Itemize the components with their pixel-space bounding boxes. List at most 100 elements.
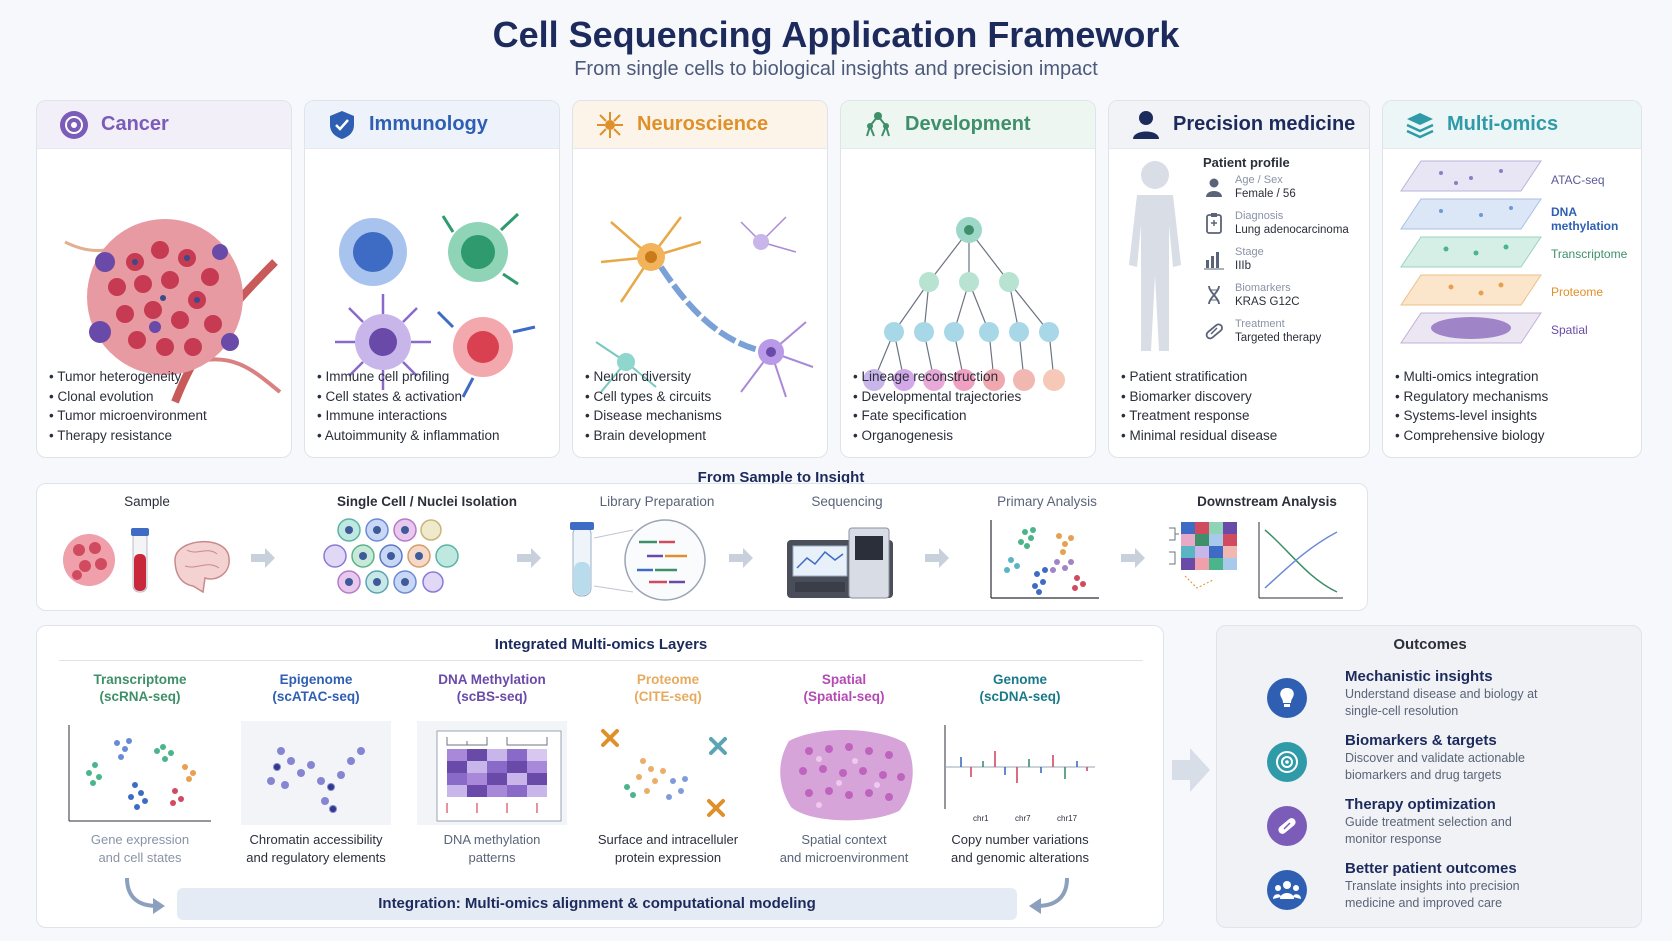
card-title: Development	[905, 113, 1031, 135]
list-item: Autoimmunity & inflammation	[317, 426, 500, 446]
outcome-desc: biomarkers and drug targets	[1345, 768, 1502, 782]
omic-proteome: Proteome (CITE-seq) Surface and intracel…	[579, 671, 757, 865]
neuroscience-bullet-list: Neuron diversity Cell types & circuits D…	[585, 367, 722, 446]
omics-layer-stack	[1400, 160, 1542, 344]
card-header: Precision medicine	[1109, 101, 1369, 149]
outcome-desc: monitor response	[1345, 832, 1442, 846]
card-title: Cancer	[101, 113, 169, 135]
step-label: Sample	[124, 494, 170, 509]
neurons-illustration	[595, 216, 814, 398]
spatial-tissue-map	[780, 729, 913, 821]
list-item: Developmental trajectories	[853, 387, 1021, 407]
omic-desc-line: Chromatin accessibility	[249, 832, 383, 847]
omic-name: Genome	[992, 672, 1047, 687]
omic-desc-line: and regulatory elements	[246, 850, 386, 865]
copy-number-plot: chr1 chr7 chr17	[944, 725, 1095, 823]
profile-key: Diagnosis	[1235, 210, 1284, 222]
transcriptome-umap-plot	[68, 725, 211, 822]
person-icon	[1131, 110, 1161, 140]
umap-plot-icon	[990, 520, 1099, 599]
list-item: Minimal residual disease	[1121, 426, 1277, 446]
profile-value: Lung adenocarcinoma	[1235, 224, 1349, 236]
step-label: Primary Analysis	[997, 494, 1097, 509]
list-item: Therapy resistance	[49, 426, 207, 446]
card-header: Development	[841, 101, 1095, 149]
list-item: Biomarker discovery	[1121, 387, 1277, 407]
profile-key: Age / Sex	[1235, 174, 1283, 186]
omic-spatial: Spatial (Spatial-seq) Spatial context an…	[755, 671, 933, 865]
card-title: Neuroscience	[637, 113, 769, 135]
list-item: Tumor heterogeneity	[49, 367, 207, 387]
outcome-title: Mechanistic insights	[1345, 668, 1493, 685]
arrow-right-icon	[1172, 748, 1210, 792]
list-item: Tumor microenvironment	[49, 406, 207, 426]
outcome-title: Therapy optimization	[1345, 796, 1496, 813]
omics-divider	[59, 660, 1143, 661]
arrow-right-icon	[1121, 548, 1145, 568]
profile-key: Stage	[1235, 246, 1264, 258]
omic-name: DNA Methylation	[438, 672, 546, 687]
outcome-title: Better patient outcomes	[1345, 860, 1517, 877]
page-title: Cell Sequencing Application Framework	[492, 14, 1180, 55]
profile-key: Biomarkers	[1235, 282, 1291, 294]
omic-description: DNA methylation patterns	[403, 831, 581, 867]
omic-assay: (scBS-seq)	[456, 689, 528, 704]
tumor-illustration	[64, 219, 282, 404]
layer-label-proteome: Proteome	[1551, 285, 1604, 299]
person-icon	[1206, 178, 1222, 197]
omic-description: Spatial context and microenvironment	[755, 831, 933, 867]
integrated-omics-panel: Integrated Multi-omics Layers Transcript…	[36, 625, 1164, 928]
genome-tick-chr7: chr7	[1015, 814, 1031, 823]
list-item: Brain development	[585, 426, 722, 446]
omic-description: Gene expression and cell states	[51, 831, 229, 867]
omic-description: Chromatin accessibility and regulatory e…	[227, 831, 405, 867]
target-icon	[1267, 742, 1307, 782]
step-label: Sequencing	[811, 494, 883, 509]
profile-value: KRAS G12C	[1235, 296, 1300, 308]
omic-desc-line: and microenvironment	[779, 850, 909, 865]
outcome-item: Therapy optimization Guide treatment sel…	[1345, 796, 1635, 848]
omic-description: Surface and intracelluler protein expres…	[579, 831, 757, 867]
omic-desc-line: and genomic alterations	[950, 850, 1090, 865]
arrow-right-icon	[925, 548, 949, 568]
omic-assay: (scRNA-seq)	[99, 689, 181, 704]
list-item: Multi-omics integration	[1395, 367, 1548, 387]
outcomes-title: Outcomes	[1393, 636, 1467, 653]
heatmap-trajectory-icon	[1169, 522, 1343, 599]
dna-icon	[1208, 285, 1220, 305]
cell-icon	[59, 110, 89, 140]
omic-assay: (CITE-seq)	[634, 689, 702, 704]
outcome-desc: single-cell resolution	[1345, 704, 1459, 718]
development-bullet-list: Lineage reconstruction Developmental tra…	[853, 367, 1021, 445]
sequencer-icon	[787, 527, 893, 599]
immunology-bullet-list: Immune cell profiling Cell states & acti…	[317, 367, 500, 445]
list-item: Neuron diversity	[585, 367, 722, 387]
omic-name: Epigenome	[279, 672, 353, 687]
omic-assay: (Spatial-seq)	[803, 689, 885, 704]
omic-assay: (scATAC-seq)	[272, 689, 360, 704]
list-item: Comprehensive biology	[1395, 426, 1548, 446]
library-prep-icon	[570, 519, 706, 601]
proteome-scatter-plot	[601, 729, 727, 817]
list-item: Cell types & circuits	[585, 387, 722, 407]
integration-bar: Integration: Multi-omics alignment & com…	[177, 888, 1017, 920]
list-item: Disease mechanisms	[585, 406, 721, 426]
workflow-title: From Sample to Insight	[697, 469, 865, 486]
omic-transcriptome: Transcriptome (scRNA-seq) Gene expressio…	[51, 671, 229, 865]
outcomes-panel: Outcomes Mechanistic insights Understand…	[1216, 625, 1642, 928]
layer-label-atac: ATAC-seq	[1551, 173, 1605, 187]
curved-arrow-icon	[1029, 877, 1069, 914]
card-cancer: Cancer Tumor heterogeneity Clonal evolut…	[36, 100, 292, 458]
step-label: Single Cell / Nuclei Isolation	[336, 494, 518, 509]
omic-desc-line: patterns	[468, 850, 516, 865]
profile-value: Female / 56	[1235, 188, 1296, 200]
omics-title: Integrated Multi-omics Layers	[494, 636, 708, 653]
list-item: Immune interactions	[317, 406, 500, 426]
outcome-item: Biomarkers & targets Discover and valida…	[1345, 732, 1635, 784]
profile-value: Targeted therapy	[1235, 332, 1322, 344]
genome-tick-chr1: chr1	[973, 814, 989, 823]
omic-desc-line: Spatial context	[801, 832, 887, 847]
